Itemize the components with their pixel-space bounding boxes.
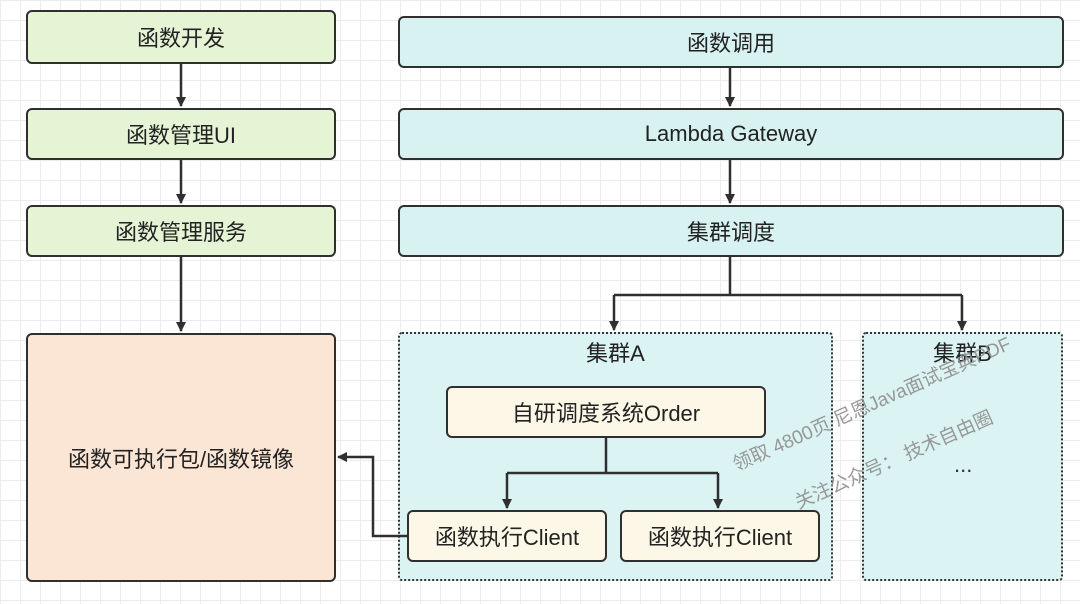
exec-client-node-1: 函数执行Client [407, 510, 607, 562]
cluster-b-ellipsis: ... [954, 452, 973, 477]
order-scheduler-node: 自研调度系统Order [446, 386, 766, 438]
function-manage-service-node: 函数管理服务 [26, 205, 336, 257]
cluster-b-title: 集群B [933, 341, 992, 366]
cluster-a-title: 集群A [586, 341, 645, 366]
function-package-image-node: 函数可执行包/函数镜像 [26, 333, 336, 582]
cluster-b: 集群B ... [862, 332, 1063, 581]
function-invoke-node: 函数调用 [398, 16, 1064, 68]
arrow-client-to-package [337, 452, 407, 538]
cluster-scheduler-node: 集群调度 [398, 205, 1064, 257]
exec-client-node-2: 函数执行Client [620, 510, 820, 562]
lambda-gateway-node: Lambda Gateway [398, 108, 1064, 160]
function-manage-ui-node: 函数管理UI [26, 108, 336, 160]
arrow-scheduler-to-clusters [614, 257, 962, 297]
function-dev-node: 函数开发 [26, 10, 336, 64]
